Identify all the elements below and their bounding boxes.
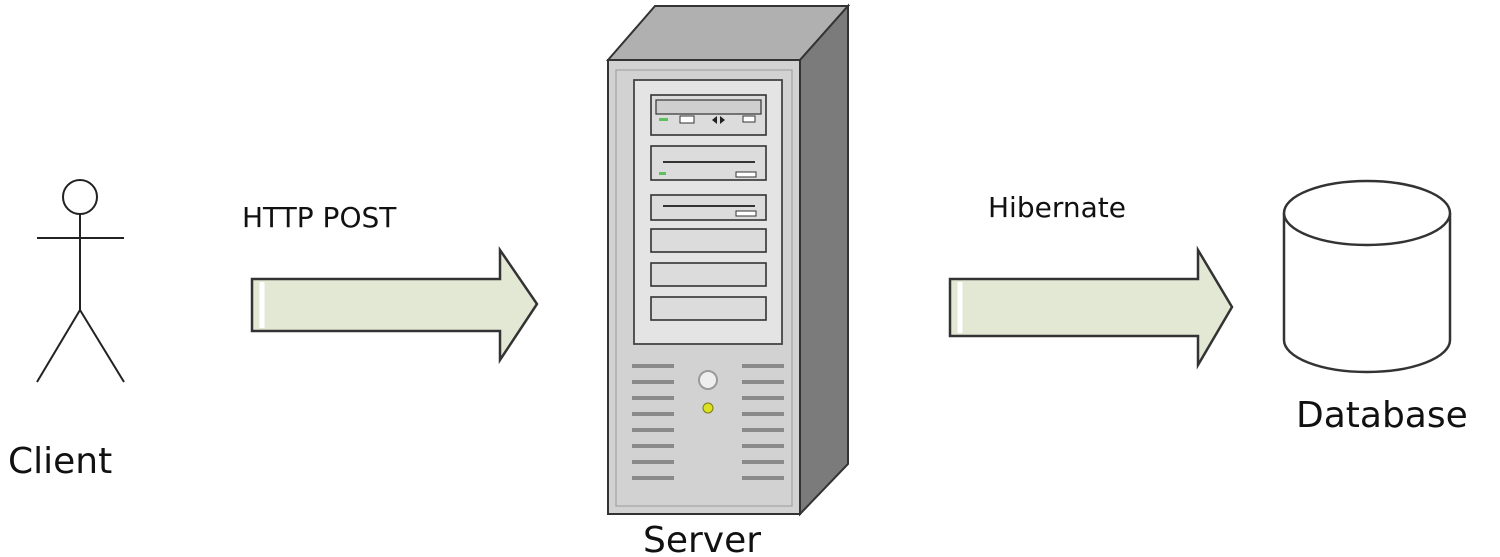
empty-drive-bay [650,296,767,321]
optical-drive-bay [650,94,767,136]
empty-drive-bay [650,262,767,287]
server-tower-icon [605,3,851,517]
floppy-drive-bay [650,145,767,181]
vent-grille [632,364,784,480]
floppy-drive-bay [650,194,767,221]
stick-figure-icon [36,179,125,383]
client-label: Client [8,441,112,482]
hibernate-arrow-icon [948,245,1234,370]
http-post-label: HTTP POST [242,201,397,234]
http-post-arrow-icon [250,245,539,365]
hibernate-label: Hibernate [988,191,1126,224]
power-button-icon [698,370,718,390]
database-cylinder-icon [1282,179,1452,374]
empty-drive-bay [650,228,767,253]
database-label: Database [1296,395,1468,436]
power-led-icon [702,402,714,414]
server-label: Server [643,520,761,557]
